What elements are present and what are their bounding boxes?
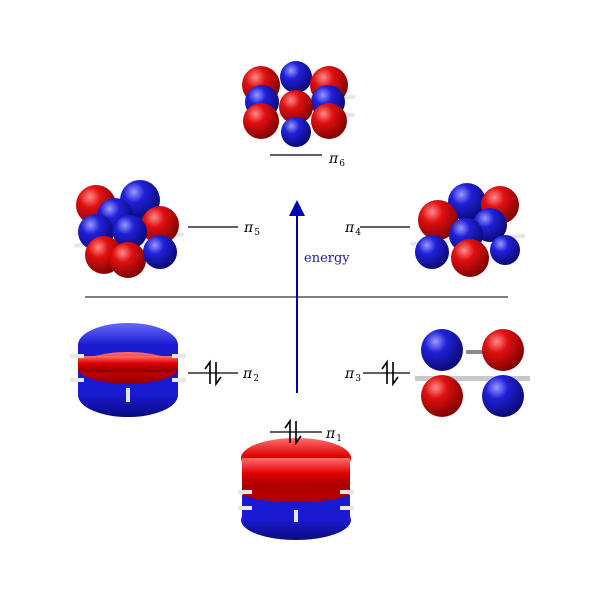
electron-up-pi2	[204, 359, 211, 384]
electron-down-pi2	[215, 362, 222, 387]
orbital-label-pi6: π6	[329, 151, 345, 169]
orbital-pi1-picture	[238, 438, 354, 540]
orbital-pi2-picture	[70, 323, 186, 417]
electron-down-pi3	[392, 362, 399, 387]
orbital-label-pi2: π2	[243, 366, 259, 384]
orbital-label-pi5: π5	[244, 220, 260, 238]
orbital-pi3-picture	[415, 329, 530, 417]
electron-down-pi1	[295, 421, 302, 446]
electron-pair-pi1	[284, 418, 302, 446]
orbital-pi4-picture	[409, 183, 525, 277]
energy-axis-label: energy	[304, 251, 350, 266]
electron-pair-pi3	[381, 359, 399, 387]
electron-up-pi3	[381, 359, 388, 384]
electron-pairs	[204, 359, 399, 446]
orbital-label-pi3: π3	[345, 366, 361, 384]
electron-up-pi1	[284, 418, 291, 443]
electron-pair-pi2	[204, 359, 222, 387]
orbital-label-pi1: π1	[326, 426, 342, 444]
orbital-label-pi4: π4	[345, 220, 361, 238]
orbital-pi5-picture	[74, 180, 184, 278]
orbital-pi6-picture	[242, 61, 355, 147]
